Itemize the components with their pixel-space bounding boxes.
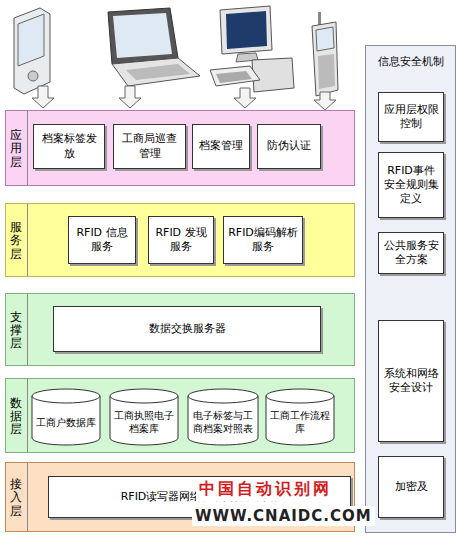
process-box: 档案标签发放 [33,124,105,169]
database-cylinder: 工商执照电子档案库 [109,388,179,446]
process-box: 档案管理 [192,124,250,169]
process-box: 系统和网络安全设计 [378,320,444,442]
layer-label: 服务层 [10,221,22,261]
box-text: 数据交换服务器 [149,322,226,336]
process-box: RFID事件安全规则集定义 [378,152,444,218]
box-text: 加密及 [395,480,428,494]
box-text: 工商执照电子档案库 [113,409,175,435]
database-cylinder: 工商工作流程库 [265,388,335,446]
process-box: 数据交换服务器 [53,306,321,352]
database-cylinder: 工商户数据库 [31,388,101,446]
box-text: 档案管理 [199,139,243,153]
laptop-icon [108,8,200,86]
layer-label: 接入层 [10,478,22,518]
process-box: 公共服务安全方案 [378,232,444,274]
label-separator [27,294,28,365]
box-text: 防伪认证 [267,139,311,153]
process-box: RFID编码解析服务 [223,216,303,264]
panel-title: 信息安全机制 [366,54,455,69]
label-separator [27,379,28,452]
phone-icon [312,12,338,96]
database-cylinder: 电子标签与工商档案对照表 [187,388,259,446]
label-separator [27,463,28,531]
process-box: 防伪认证 [257,124,321,169]
layer-label: 支撑层 [10,311,22,351]
box-text: 公共服务安全方案 [382,239,440,268]
box-text: RFID 发现服务 [152,226,210,255]
box-text: 档案标签发放 [37,132,101,161]
process-box: 应用层权限控制 [378,92,444,142]
box-text: 工商局巡查管理 [117,132,182,161]
down-arrow [32,86,336,110]
layer-band: 服务层 RFID 信息服务 RFID 发现服务 RFID编码解析服务 [5,203,355,277]
box-text: RFID编码解析服务 [227,226,299,255]
layer-band: 支撑层 数据交换服务器 [5,293,355,366]
pda-icon [14,8,50,94]
watermark: WWW.CNAIDC.COM [192,506,375,526]
box-text: 应用层权限控制 [382,103,440,132]
box-text: 电子标签与工商档案对照表 [191,409,255,435]
box-text: RFID事件安全规则集定义 [382,164,440,207]
box-text: RFID 信息服务 [72,226,132,255]
watermark: 中国自动识别网 [196,478,335,501]
process-box: 工商局巡查管理 [113,124,186,169]
process-box: 加密及 [378,456,444,518]
process-box: RFID 信息服务 [68,216,136,264]
process-box: RFID 发现服务 [148,216,214,264]
layer-label: 应用层 [10,129,22,169]
desktop-icon [210,6,294,92]
label-separator [27,111,28,185]
layer-label: 数据层 [10,397,22,437]
layer-band: 数据层 工商户数据库 工商执照电子档案库电子标签与工商档案对照表工商工作流程库 [5,378,355,453]
box-text: 系统和网络安全设计 [382,367,440,396]
label-separator [27,204,28,276]
box-text: 工商工作流程库 [269,409,331,435]
box-text: 工商户数据库 [36,416,96,429]
security-panel: 信息安全机制应用层权限控制 RFID事件安全规则集定义公共服务安全方案系统和网络安… [365,45,456,533]
layer-band: 应用层 档案标签发放工商局巡查管理 档案管理 防伪认证 [5,110,355,186]
